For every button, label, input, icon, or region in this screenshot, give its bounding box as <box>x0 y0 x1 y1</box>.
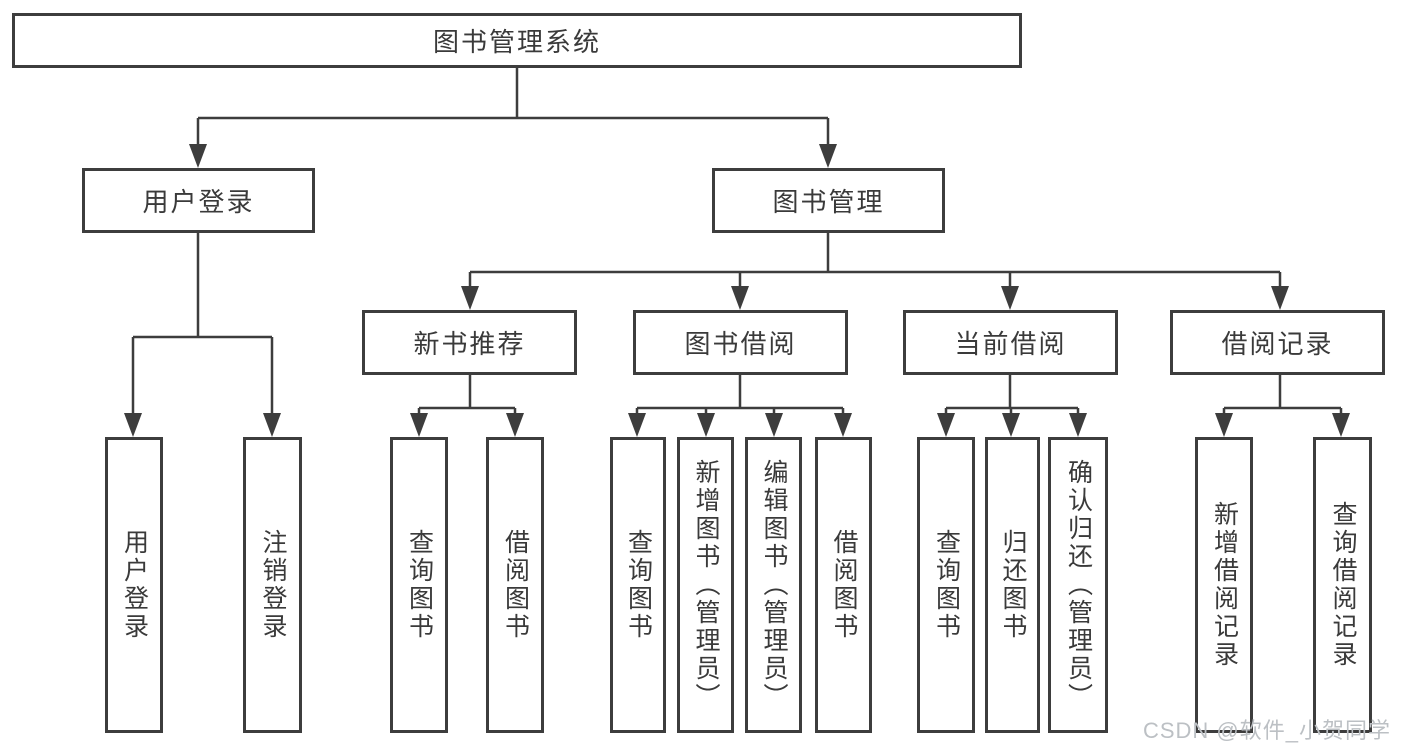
node-label: 借阅图书 <box>501 529 530 641</box>
node-label: 用户登录 <box>120 529 149 641</box>
node-label: 确认归还（管理员） <box>1064 459 1093 711</box>
node-leaf-borrow-books-2: 借阅图书 <box>815 437 872 733</box>
node-leaf-logout: 注销登录 <box>243 437 302 733</box>
node-label: 查询图书 <box>624 529 653 641</box>
node-label: 注销登录 <box>259 529 287 641</box>
node-leaf-query-books-1: 查询图书 <box>390 437 448 733</box>
node-current-borrowing: 当前借阅 <box>903 310 1118 375</box>
node-borrowing-records: 借阅记录 <box>1170 310 1385 375</box>
node-leaf-confirm-return-admin: 确认归还（管理员） <box>1048 437 1108 733</box>
node-leaf-query-books-3: 查询图书 <box>917 437 975 733</box>
node-label: 借阅图书 <box>830 529 858 641</box>
node-leaf-return-books: 归还图书 <box>985 437 1040 733</box>
node-label: 新增图书（管理员） <box>692 459 720 711</box>
node-label: 查询图书 <box>405 529 434 641</box>
node-label: 编辑图书（管理员） <box>760 459 788 711</box>
node-label: 归还图书 <box>999 529 1027 641</box>
node-label: 查询借阅记录 <box>1329 501 1357 669</box>
node-leaf-edit-books-admin: 编辑图书（管理员） <box>745 437 802 733</box>
node-leaf-user-login: 用户登录 <box>105 437 163 733</box>
node-label: 查询图书 <box>932 529 961 641</box>
node-leaf-query-books-2: 查询图书 <box>610 437 666 733</box>
csdn-watermark: CSDN @软件_小贺同学 <box>1142 718 1391 743</box>
node-label: 新增借阅记录 <box>1210 501 1239 669</box>
node-book-borrowing: 图书借阅 <box>633 310 848 375</box>
node-book-management: 图书管理 <box>712 168 945 233</box>
node-leaf-add-borrow-record: 新增借阅记录 <box>1195 437 1253 733</box>
node-leaf-add-books-admin: 新增图书（管理员） <box>677 437 734 733</box>
node-root-library-system: 图书管理系统 <box>12 13 1022 68</box>
node-leaf-query-borrow-record: 查询借阅记录 <box>1313 437 1372 733</box>
node-user-login: 用户登录 <box>82 168 315 233</box>
node-leaf-borrow-books-1: 借阅图书 <box>486 437 544 733</box>
node-new-books: 新书推荐 <box>362 310 577 375</box>
